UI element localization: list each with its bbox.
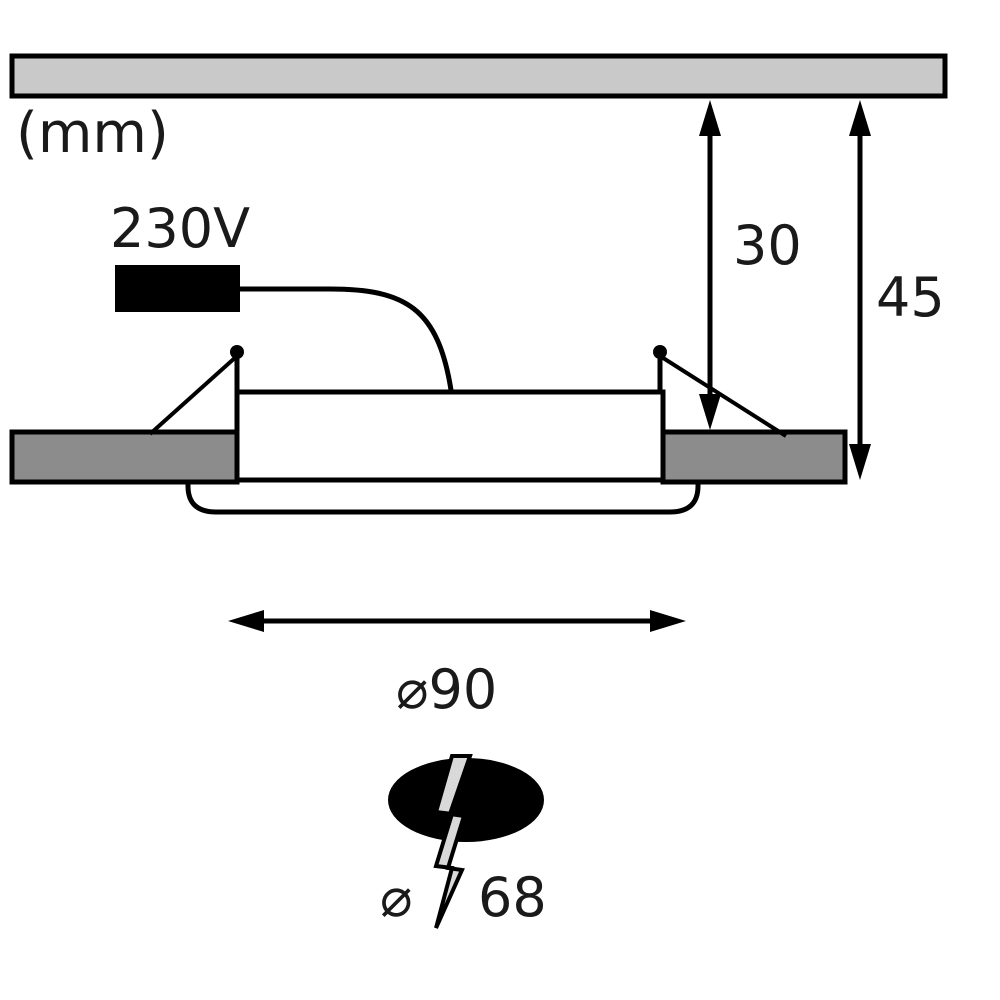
clip-spring-left (148, 354, 239, 436)
arrowhead-down-45 (849, 444, 871, 480)
lens-ring (185, 477, 701, 515)
cutout-ellipse (388, 758, 544, 842)
clip-spring-right (658, 354, 788, 438)
arrowhead-left-90 (228, 610, 264, 632)
lightning-bolt-icon (433, 754, 473, 929)
dim-label-30: 30 (733, 214, 802, 277)
mounting-clip-left (148, 345, 244, 436)
supply-wire (240, 286, 454, 391)
trim-flange-right (660, 429, 848, 485)
driver-box (115, 265, 240, 312)
arrowhead-up-30 (699, 100, 721, 136)
dimension-cutout-diameter: ⌀ 68 (380, 866, 547, 929)
clip-pivot-right (653, 345, 667, 359)
dimension-outer-diameter: ⌀90 (228, 610, 686, 721)
ceiling-panel (9, 53, 948, 99)
mounting-clip-right (653, 345, 788, 438)
dim-label-45: 45 (876, 266, 945, 329)
dimension-total-depth: 45 (849, 100, 945, 480)
arrowhead-right-90 (650, 610, 686, 632)
cutout-diameter-value: 68 (478, 866, 547, 929)
cutout-diameter-symbol: ⌀ (380, 866, 413, 929)
voltage-label: 230V (110, 197, 250, 260)
arrowhead-down-30 (699, 394, 721, 430)
unit-label: (mm) (16, 101, 169, 166)
arrowhead-up-45 (849, 100, 871, 136)
dimension-recess-depth: 30 (699, 100, 802, 430)
clip-pivot-left (230, 345, 244, 359)
dim-label-90: ⌀90 (396, 658, 497, 721)
trim-flange-left (9, 429, 240, 485)
cutout-symbol-graphic (388, 754, 544, 929)
housing-body (234, 389, 666, 483)
